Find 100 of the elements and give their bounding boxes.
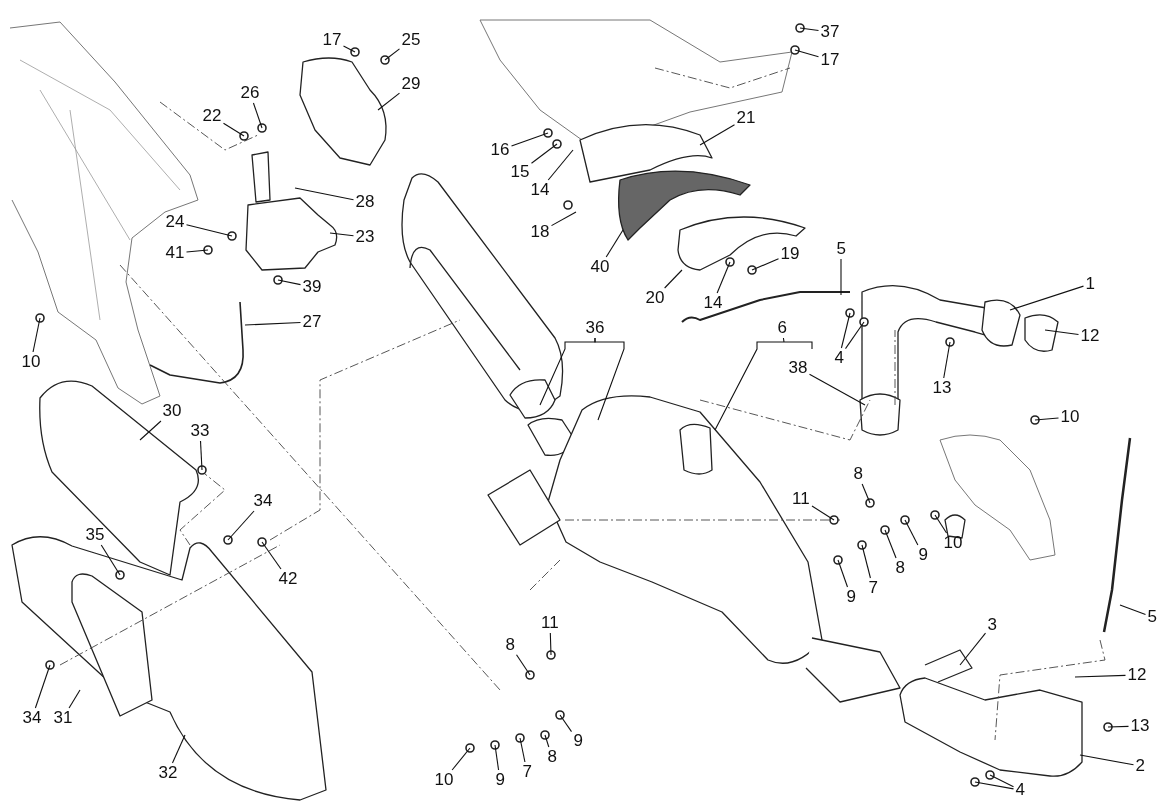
leader-line	[199, 440, 203, 471]
leader-line	[544, 734, 550, 748]
leader-line	[227, 510, 255, 541]
callout-number: 37	[820, 23, 840, 41]
leader-line	[861, 544, 871, 579]
callout-number: 4	[834, 349, 844, 367]
callout-number: 38	[788, 359, 808, 377]
callout-number: 12	[1127, 666, 1147, 684]
callout-number: 8	[853, 465, 863, 483]
callout-number: 13	[1130, 717, 1150, 735]
leader-line	[714, 337, 813, 431]
callout-number: 20	[645, 289, 665, 307]
leader-line	[519, 737, 526, 763]
leader-line	[68, 689, 81, 709]
callout-number: 5	[836, 240, 846, 258]
callout-number: 22	[202, 107, 222, 125]
leader-line	[139, 420, 162, 441]
callout-number: 34	[253, 492, 273, 510]
leader-line	[549, 632, 552, 656]
leader-line	[699, 124, 736, 146]
callout-number: 33	[190, 422, 210, 440]
leader-line	[384, 48, 401, 61]
callout-number: 34	[22, 709, 42, 727]
callout-number: 1	[1085, 275, 1095, 293]
callout-number: 14	[703, 294, 723, 312]
leader-line	[530, 143, 558, 164]
leader-line	[451, 747, 471, 771]
leader-line	[32, 317, 41, 353]
leader-line	[904, 519, 919, 546]
callout-number: 3	[987, 616, 997, 634]
callout-number: 5	[1147, 608, 1157, 626]
leader-line	[185, 249, 209, 253]
leader-line	[1044, 329, 1080, 336]
callout-number: 8	[547, 748, 557, 766]
callout-number: 11	[792, 490, 810, 508]
leader-line	[494, 744, 500, 771]
callout-number: 2	[1135, 757, 1145, 775]
callout-number: 21	[736, 109, 756, 127]
leader-line	[861, 483, 871, 504]
leader-line	[277, 279, 302, 286]
leader-line	[844, 321, 865, 350]
callout-number: 9	[846, 588, 856, 606]
callout-number: 41	[165, 244, 185, 262]
leader-line	[34, 664, 51, 709]
leader-line	[1119, 604, 1147, 616]
leader-line	[222, 122, 245, 137]
callout-number: 40	[590, 258, 610, 276]
callout-number: 31	[53, 709, 73, 727]
leader-line	[1079, 754, 1135, 766]
callout-number: 14	[530, 181, 550, 199]
callout-number: 9	[918, 546, 928, 564]
leader-line	[808, 373, 866, 406]
callout-number: 11	[541, 614, 559, 632]
callout-number: 30	[162, 402, 182, 420]
leader-line	[811, 505, 835, 521]
callout-number: 28	[355, 193, 375, 211]
leader-line	[837, 559, 849, 588]
callout-number: 4	[1015, 781, 1025, 799]
leader-line	[794, 49, 820, 58]
callout-number: 10	[943, 534, 963, 552]
callout-number: 10	[1060, 408, 1080, 426]
callout-number: 24	[165, 213, 185, 231]
leader-line	[943, 341, 951, 379]
callout-number: 35	[85, 526, 105, 544]
callout-number: 17	[820, 51, 840, 69]
callout-number: 9	[495, 771, 505, 789]
leader-line	[989, 774, 1015, 788]
callout-number: 19	[780, 245, 800, 263]
callout-number: 29	[401, 75, 421, 93]
leader-line	[1107, 725, 1130, 728]
callout-number: 12	[1080, 327, 1100, 345]
callout-number: 36	[585, 319, 605, 337]
callout-number: 8	[505, 636, 515, 654]
callout-number: 16	[490, 141, 510, 159]
leader-line	[799, 27, 820, 31]
callout-number: 39	[302, 278, 322, 296]
callout-number: 6	[777, 319, 787, 337]
leader-line	[294, 187, 355, 201]
leader-line	[342, 45, 356, 53]
leader-line	[100, 544, 121, 576]
leader-line	[261, 541, 282, 570]
leader-line	[559, 714, 573, 733]
leader-line	[594, 337, 625, 421]
leader-line	[840, 258, 842, 296]
leader-line	[377, 92, 401, 111]
leader-line	[974, 781, 1015, 790]
callout-number: 10	[434, 771, 454, 789]
callout-number: 27	[302, 313, 322, 331]
callout-number: 9	[573, 732, 583, 750]
leader-line	[959, 632, 987, 666]
leader-line	[716, 261, 731, 294]
callout-number: 17	[322, 31, 342, 49]
callout-number: 7	[868, 579, 878, 597]
callout-number: 25	[401, 31, 421, 49]
leader-line	[934, 514, 948, 534]
callout-number: 8	[895, 559, 905, 577]
callout-number: 18	[530, 223, 550, 241]
leader-line	[664, 269, 683, 289]
leader-line	[550, 211, 577, 227]
leader-line	[751, 258, 780, 271]
